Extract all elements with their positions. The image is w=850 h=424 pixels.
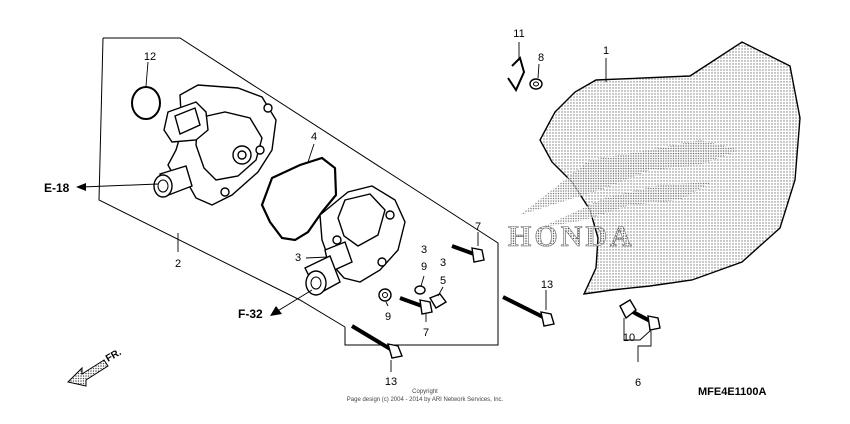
pump-cover-gasket[interactable] <box>260 156 338 242</box>
bolt-7-upper[interactable] <box>451 244 485 263</box>
callout-8: 8 <box>538 52 544 64</box>
f32-arrow <box>270 289 313 316</box>
callout-5: 5 <box>440 275 446 287</box>
callout-7-upper: 7 <box>475 221 481 233</box>
leader-lines <box>145 42 652 372</box>
clip-11[interactable] <box>507 56 526 93</box>
callout-13-left: 13 <box>385 376 397 388</box>
callout-7-lower: 7 <box>423 327 429 339</box>
callout-9-lower: 9 <box>385 311 391 323</box>
bolt-13-left[interactable] <box>350 324 403 359</box>
e18-arrow <box>76 183 159 191</box>
reference-e18: E-18 <box>44 181 70 195</box>
front-direction-arrow-icon <box>67 359 109 387</box>
washer-9-left[interactable] <box>378 288 392 302</box>
side-cover[interactable]: HONDA <box>508 41 801 295</box>
honda-logo-text: HONDA <box>508 220 635 253</box>
callout-6: 6 <box>635 377 641 389</box>
callout-4: 4 <box>311 131 317 143</box>
grommet-10[interactable] <box>619 299 637 320</box>
callout-13-right: 13 <box>541 279 553 291</box>
bolt-6[interactable] <box>632 310 661 331</box>
callout-10: 10 <box>623 332 635 344</box>
callout-1: 1 <box>603 45 609 57</box>
callout-2: 2 <box>175 258 181 270</box>
callout-3-middle: 3 <box>421 244 427 256</box>
front-direction-label: FR. <box>104 347 124 365</box>
bolt-5[interactable] <box>428 293 448 309</box>
group-frame-2 <box>98 37 499 346</box>
callout-12: 12 <box>144 51 156 63</box>
o-ring[interactable] <box>131 86 161 120</box>
washer-9-right[interactable] <box>414 285 426 295</box>
water-pump-body[interactable] <box>304 185 406 296</box>
washer-8[interactable] <box>529 78 543 90</box>
bolt-13-right[interactable] <box>502 295 555 327</box>
copyright-line-2: Page design (c) 2004 - 2014 by ARI Netwo… <box>347 397 504 403</box>
bolt-7-lower[interactable] <box>399 296 433 315</box>
callout-3-right: 3 <box>440 257 446 269</box>
callout-11: 11 <box>513 28 524 40</box>
diagram-code: MFE4E1100A <box>698 386 767 398</box>
water-pump-cover[interactable] <box>153 84 277 206</box>
callout-9-upper: 9 <box>421 261 427 273</box>
callout-3-left: 3 <box>295 252 301 264</box>
copyright-line-1: Copyright <box>412 389 438 395</box>
reference-f32: F-32 <box>238 307 263 321</box>
